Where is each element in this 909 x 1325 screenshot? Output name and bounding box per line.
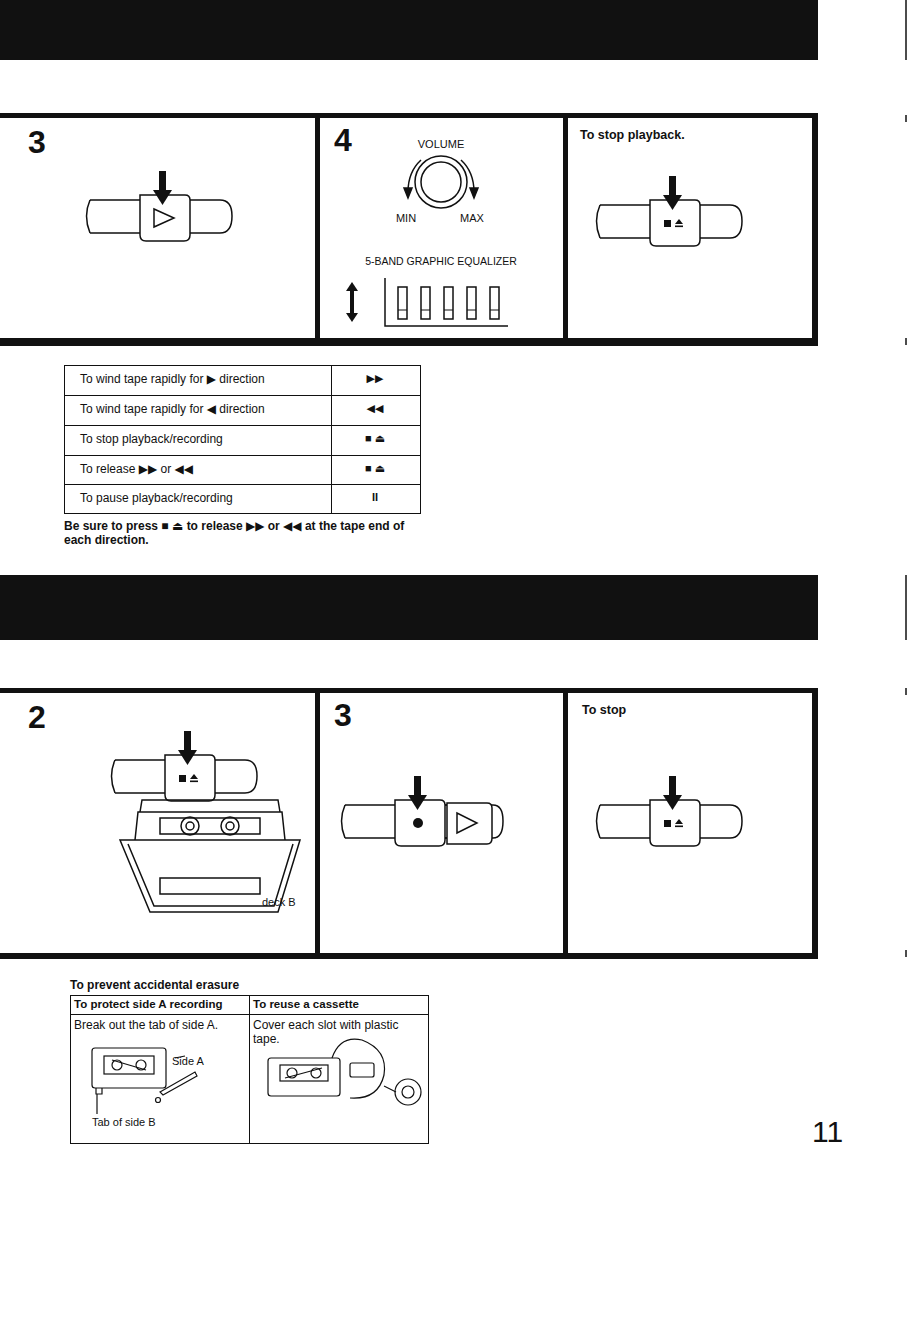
step-panel: To stop [568, 693, 812, 953]
cassette-deck [120, 800, 300, 912]
table-cell: To pause playback/recording [80, 491, 233, 505]
control-label: MIN [396, 212, 416, 225]
table-cell: ◀◀ [367, 402, 384, 415]
stop-button [597, 176, 743, 246]
step-panel: 3 [320, 693, 563, 953]
step-heading: 2 [28, 699, 46, 736]
table-cell: To wind tape rapidly for ◀ direction [80, 402, 265, 416]
cassette-tape-drawing [268, 1039, 421, 1105]
header-bar [0, 575, 818, 640]
table-cell: II [372, 491, 378, 504]
note: Be sure to press ■ ⏏ to release ▶▶ or ◀◀… [64, 519, 426, 548]
step-panel: To stop playback. [568, 118, 812, 338]
stop-button [597, 776, 743, 846]
record-button [342, 776, 504, 846]
table-cell: ■ ⏏ [365, 432, 385, 445]
page-edge-mark [906, 0, 909, 957]
equalizer-sliders [346, 278, 508, 326]
control-label: VOLUME [418, 138, 464, 151]
table-cell: Cover each slot with plastic tape. [253, 1018, 425, 1047]
step-panel: 4 VOLUME MIN MAX 5-BAND GRAPHIC EQUALIZER [320, 118, 563, 338]
table-cell: To wind tape rapidly for ▶ direction [80, 372, 265, 386]
step-heading: 3 [28, 124, 46, 161]
control-label: MAX [460, 212, 484, 225]
erasure-table-grid [70, 995, 429, 1144]
step-panel: 2 deck B [0, 693, 315, 953]
control-label: 5-BAND GRAPHIC EQUALIZER [365, 255, 517, 267]
callout-label: Tab of side B [92, 1116, 156, 1129]
panel-frame [0, 113, 818, 959]
step-heading: To stop [582, 703, 626, 717]
table-cell: Break out the tab of side A. [74, 1018, 246, 1032]
control-label: deck B [262, 896, 296, 909]
table-cell: To release ▶▶ or ◀◀ [80, 462, 193, 476]
step-heading: 3 [334, 697, 352, 734]
callout-label: Side A [172, 1055, 204, 1068]
step-heading: 4 [334, 122, 352, 159]
page-number: 11 [812, 1114, 843, 1150]
play-button [87, 171, 233, 241]
table-cell: ■ ⏏ [365, 462, 385, 475]
stop-button [112, 731, 258, 801]
control-table-grid [64, 365, 421, 514]
volume-knob [404, 156, 478, 208]
step-panel: 3 [0, 118, 315, 338]
header-bar [0, 0, 818, 60]
table-header: To protect side A recording [74, 998, 222, 1012]
table-cell: To stop playback/recording [80, 432, 223, 446]
table-header: To reuse a cassette [253, 998, 359, 1012]
table-cell: ▶▶ [367, 372, 384, 385]
step-heading: To stop playback. [580, 128, 685, 142]
section-heading: To prevent accidental erasure [70, 978, 239, 992]
